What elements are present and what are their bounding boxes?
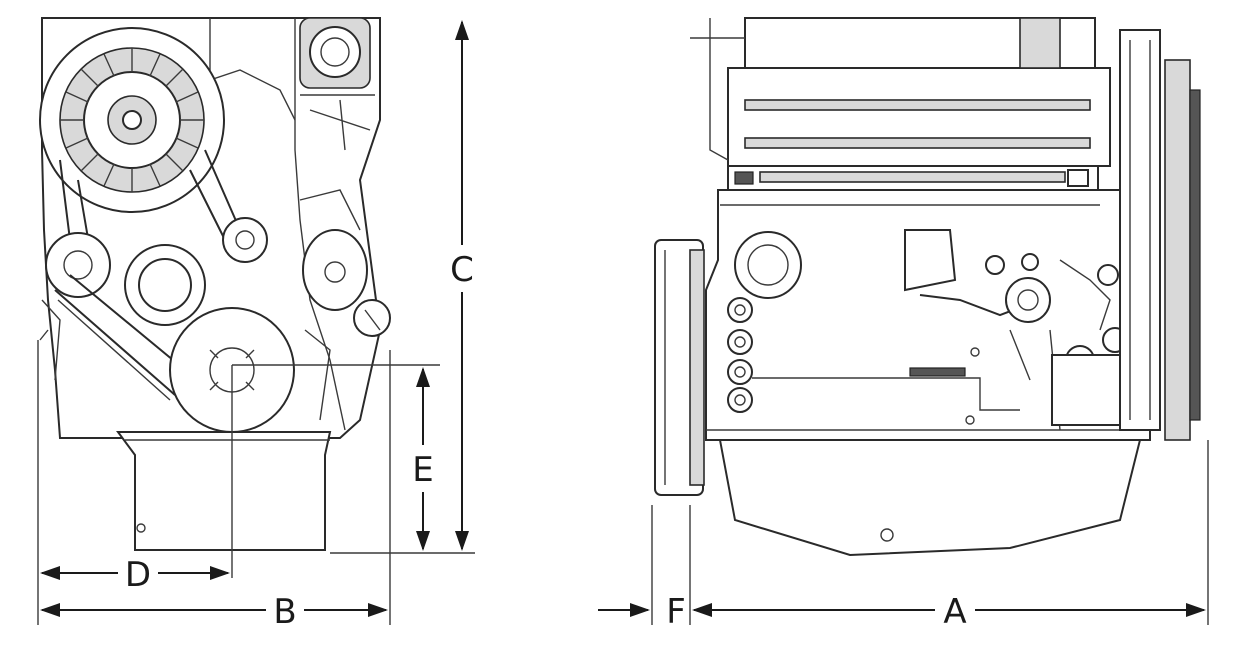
crank-pulley-bolts [209,349,255,391]
label-a: A [943,592,966,632]
label-c: C [450,250,474,290]
dimension-lines [37,20,1209,625]
fan-blades [60,48,204,192]
engine-side-view [654,17,1201,557]
injector-stack [727,297,1020,413]
engine-front-view [39,17,391,551]
label-d: D [125,555,151,595]
label-b: B [273,592,296,632]
label-e: E [412,450,433,490]
label-f: F [666,592,686,632]
